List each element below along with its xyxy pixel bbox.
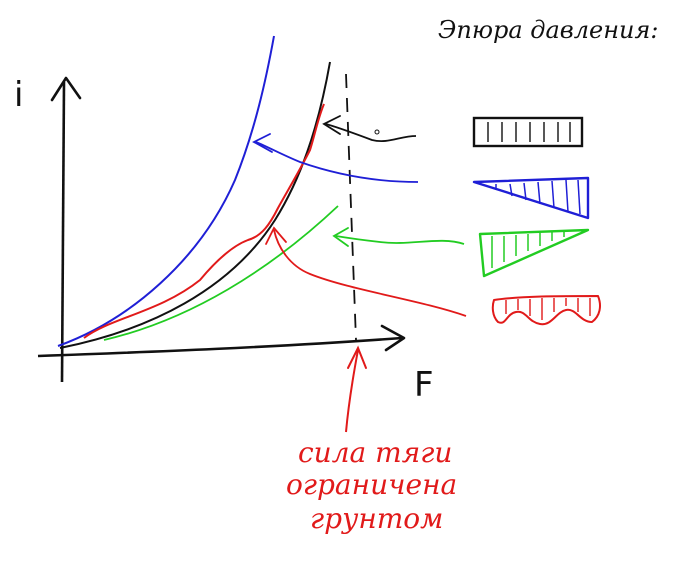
blue-pointer-arrow xyxy=(252,133,419,183)
blue-curve xyxy=(57,35,275,347)
pressure-diagram-red xyxy=(491,295,601,326)
black-pointer-arrow xyxy=(322,115,417,142)
y-axis xyxy=(50,76,82,383)
red-pointer-arrow xyxy=(265,226,467,317)
annotation-line-2: ограничена xyxy=(286,468,457,501)
annotation-line-1: сила тяги xyxy=(298,436,452,469)
green-curve xyxy=(103,205,339,341)
green-pointer-arrow xyxy=(332,227,465,247)
annotation-line-3: грунтом xyxy=(310,502,443,535)
x-axis xyxy=(37,324,406,358)
red-curve xyxy=(83,103,325,339)
pressure-diagram-blue xyxy=(472,176,590,220)
limit-dashed-line xyxy=(345,73,357,341)
annotation-arrow xyxy=(345,345,367,433)
diagram-title: Эпюра давления: xyxy=(438,16,658,44)
pressure-diagram-uniform xyxy=(472,116,584,148)
y-axis-label: i xyxy=(14,75,23,115)
y-axis-label-text: i xyxy=(14,75,23,115)
annotation-text: сила тяги ограничена грунтом xyxy=(286,436,457,535)
pressure-diagram-green xyxy=(478,228,590,278)
black-curve xyxy=(59,61,331,349)
x-axis-label: F xyxy=(414,365,434,405)
